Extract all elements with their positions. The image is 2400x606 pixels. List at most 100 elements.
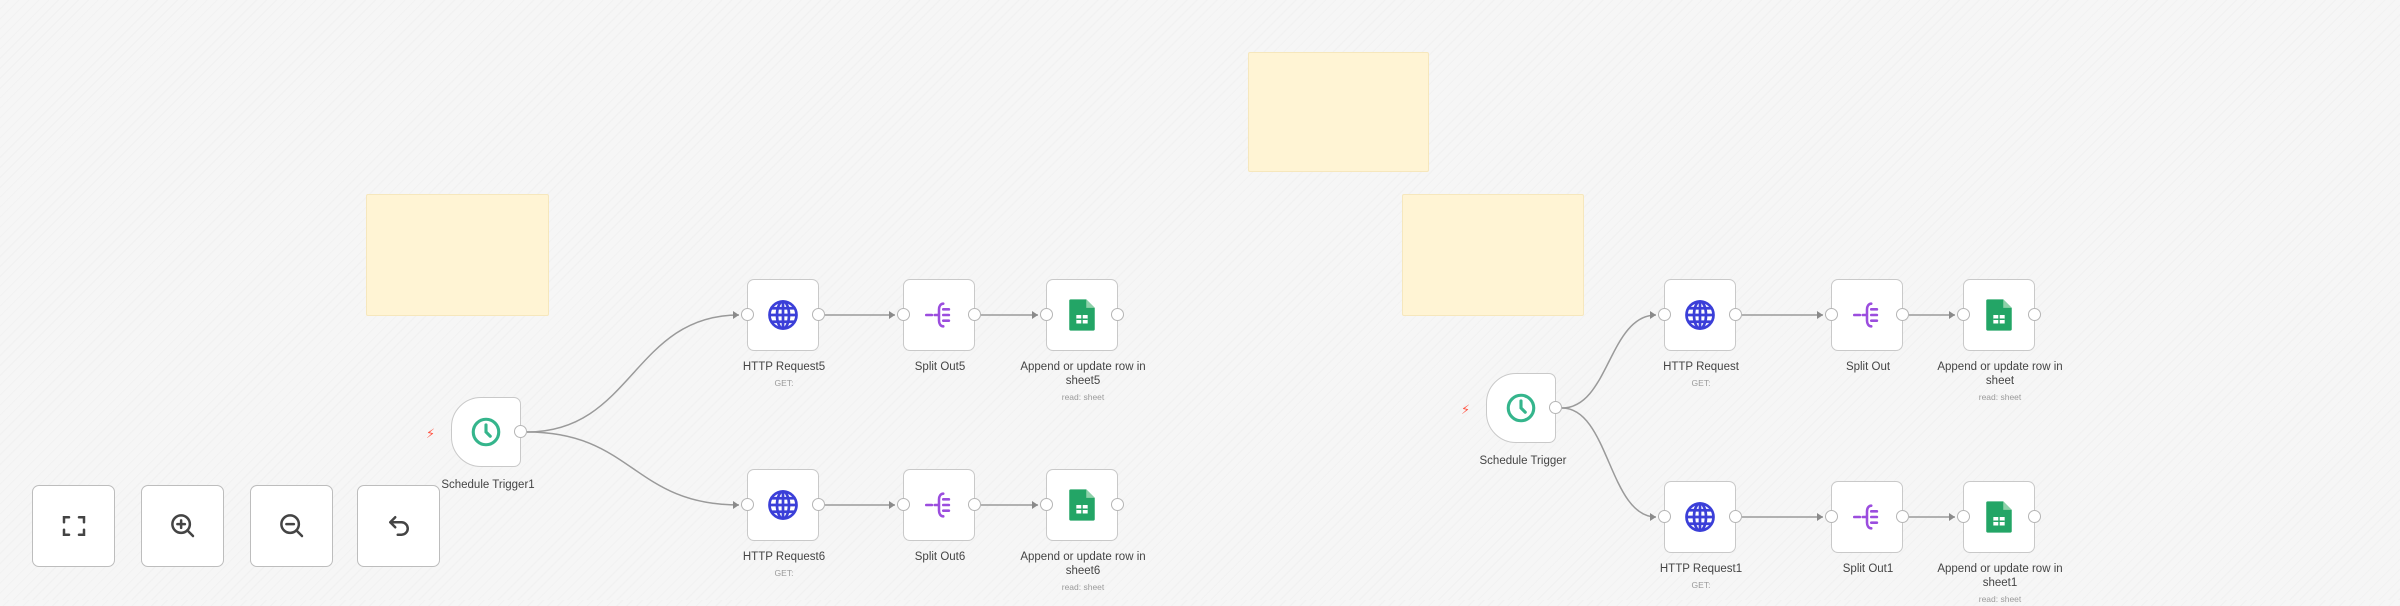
split-out-icon bbox=[922, 488, 956, 522]
arrow-head bbox=[889, 501, 895, 509]
input-port[interactable] bbox=[1040, 308, 1053, 321]
input-port[interactable] bbox=[897, 498, 910, 511]
output-port[interactable] bbox=[1111, 498, 1124, 511]
node-split[interactable]: Split Out5 bbox=[897, 279, 981, 373]
connection-edge[interactable] bbox=[1561, 407, 1657, 518]
arrow-head bbox=[1032, 501, 1038, 509]
node-schedule[interactable]: ⚡︎ Schedule Trigger bbox=[1461, 373, 1566, 467]
output-port[interactable] bbox=[1896, 510, 1909, 523]
node-label: Schedule Trigger bbox=[1479, 455, 1567, 467]
node-subtitle: GET: bbox=[1691, 580, 1711, 590]
node-subtitle: read: sheet bbox=[1061, 582, 1105, 592]
split-out-icon bbox=[1850, 298, 1884, 332]
input-port[interactable] bbox=[1825, 510, 1838, 523]
output-port[interactable] bbox=[1729, 308, 1742, 321]
node-subtitle: read: sheet bbox=[1061, 392, 1105, 402]
arrow-head bbox=[733, 501, 739, 509]
connection-edge[interactable] bbox=[526, 314, 740, 433]
clock-icon bbox=[1504, 391, 1538, 425]
google-sheets-icon bbox=[1984, 500, 2014, 534]
input-port[interactable] bbox=[1957, 510, 1970, 523]
output-port[interactable] bbox=[812, 498, 825, 511]
input-port[interactable] bbox=[741, 308, 754, 321]
connection-edge[interactable] bbox=[526, 431, 740, 506]
input-port[interactable] bbox=[1957, 308, 1970, 321]
input-port[interactable] bbox=[1040, 498, 1053, 511]
node-subtitle: read: sheet bbox=[1978, 594, 2022, 604]
reset-zoom-button[interactable] bbox=[357, 485, 440, 567]
node-schedule[interactable]: ⚡︎ Schedule Trigger1 bbox=[426, 397, 535, 491]
output-port[interactable] bbox=[2028, 308, 2041, 321]
node-subtitle: GET: bbox=[1691, 378, 1711, 388]
google-sheets-icon bbox=[1984, 298, 2014, 332]
node-label: Split Out6 bbox=[914, 551, 966, 563]
fit-view-button[interactable] bbox=[32, 485, 115, 567]
arrow-head bbox=[1817, 513, 1823, 521]
arrow-head bbox=[1650, 311, 1656, 319]
google-sheets-icon bbox=[1067, 488, 1097, 522]
node-split[interactable]: Split Out1 bbox=[1825, 481, 1909, 575]
node-label: Split Out bbox=[1845, 361, 1891, 373]
trigger-bolt-icon: ⚡︎ bbox=[426, 426, 436, 441]
node-split[interactable]: Split Out6 bbox=[897, 469, 981, 563]
node-split[interactable]: Split Out bbox=[1825, 279, 1909, 373]
arrow-head bbox=[733, 311, 739, 319]
sticky-note[interactable] bbox=[1248, 52, 1429, 172]
input-port[interactable] bbox=[1658, 510, 1671, 523]
input-port[interactable] bbox=[897, 308, 910, 321]
output-port[interactable] bbox=[1111, 308, 1124, 321]
zoom-in-icon bbox=[170, 514, 194, 538]
globe-icon bbox=[1682, 297, 1718, 333]
arrow-head bbox=[1817, 311, 1823, 319]
zoom-out-icon bbox=[279, 514, 303, 538]
output-port[interactable] bbox=[2028, 510, 2041, 523]
output-port[interactable] bbox=[1729, 510, 1742, 523]
output-port[interactable] bbox=[968, 498, 981, 511]
output-port[interactable] bbox=[1896, 308, 1909, 321]
zoom-out-button[interactable] bbox=[250, 485, 333, 567]
output-port[interactable] bbox=[968, 308, 981, 321]
output-port[interactable] bbox=[812, 308, 825, 321]
sticky-note[interactable] bbox=[366, 194, 549, 316]
input-port[interactable] bbox=[741, 498, 754, 511]
arrow-head bbox=[1650, 513, 1656, 521]
globe-icon bbox=[765, 297, 801, 333]
zoom-in-button[interactable] bbox=[141, 485, 224, 567]
node-label: Split Out1 bbox=[1842, 563, 1894, 575]
globe-icon bbox=[1682, 499, 1718, 535]
output-port[interactable] bbox=[1549, 401, 1562, 414]
arrow-head bbox=[889, 311, 895, 319]
arrow-head bbox=[1949, 513, 1955, 521]
sticky-note[interactable] bbox=[1402, 194, 1584, 316]
node-label: Schedule Trigger1 bbox=[441, 479, 535, 491]
output-port[interactable] bbox=[514, 425, 527, 438]
node-subtitle: GET: bbox=[774, 378, 794, 388]
clock-icon bbox=[469, 415, 503, 449]
undo-icon bbox=[388, 516, 409, 536]
node-subtitle: read: sheet bbox=[1978, 392, 2022, 402]
node-label: Split Out5 bbox=[914, 361, 966, 373]
input-port[interactable] bbox=[1658, 308, 1671, 321]
connection-edge[interactable] bbox=[1561, 314, 1657, 409]
node-subtitle: GET: bbox=[774, 568, 794, 578]
arrow-head bbox=[1949, 311, 1955, 319]
input-port[interactable] bbox=[1825, 308, 1838, 321]
trigger-bolt-icon: ⚡︎ bbox=[1461, 402, 1471, 417]
fit-view-icon bbox=[62, 516, 85, 536]
